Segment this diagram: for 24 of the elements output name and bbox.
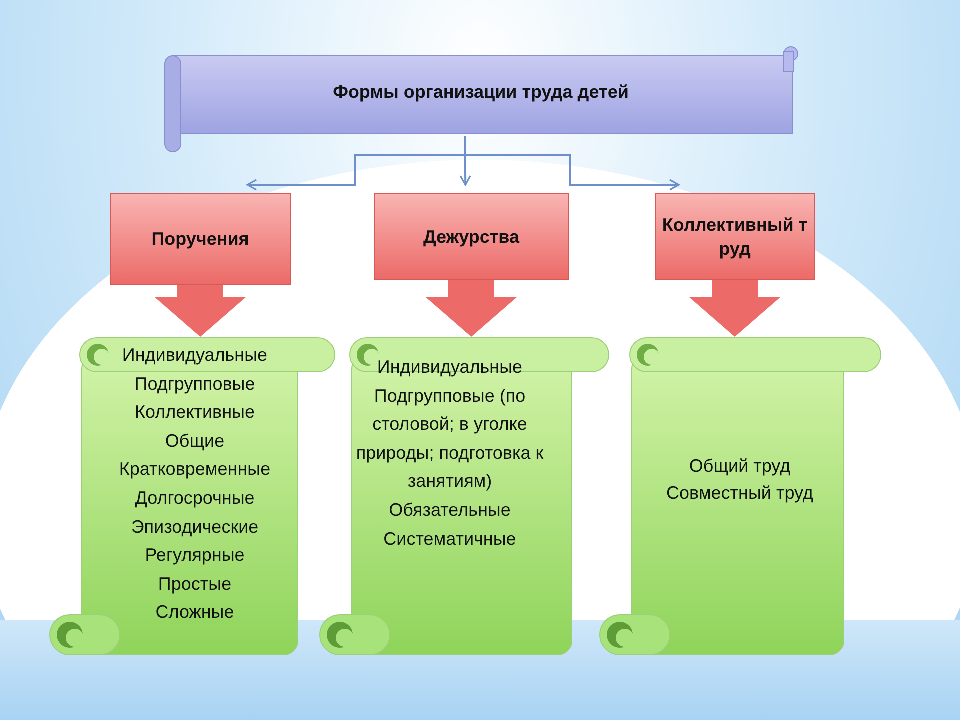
list-item: Кратковременные <box>119 458 271 482</box>
list-item: Сложные <box>156 601 234 624</box>
block-arrow <box>426 280 518 337</box>
block-arrow <box>154 285 246 337</box>
list-item: Коллективные <box>135 401 255 424</box>
category-box: Дежурства <box>374 193 569 280</box>
title-text: Формы организации труда детей <box>333 82 629 102</box>
list-item: Индивидуальные <box>122 344 268 367</box>
category-box: Коллективный труд <box>655 193 815 280</box>
list-item: Подгрупповые <box>134 372 256 396</box>
list-item: Простые <box>158 572 232 596</box>
list-item: Долгосрочные <box>135 486 255 510</box>
category-box: Поручения <box>110 193 291 285</box>
list-item: Подгрупповые (по столовой; в уголке природы; подготовка к занятиям) <box>355 384 545 494</box>
list-item: Регулярные <box>145 544 245 568</box>
list-item: Совместный труд <box>666 482 814 505</box>
arrow <box>464 136 680 191</box>
list-item: Эпизодические <box>131 516 259 539</box>
list-item: Индивидуальные <box>377 356 523 379</box>
list-item: Систематичные <box>384 528 516 551</box>
list-item: Общий труд <box>689 455 791 478</box>
block-arrow <box>689 280 781 337</box>
list-item: Обязательные <box>389 498 511 522</box>
list-item: Общие <box>165 430 225 453</box>
